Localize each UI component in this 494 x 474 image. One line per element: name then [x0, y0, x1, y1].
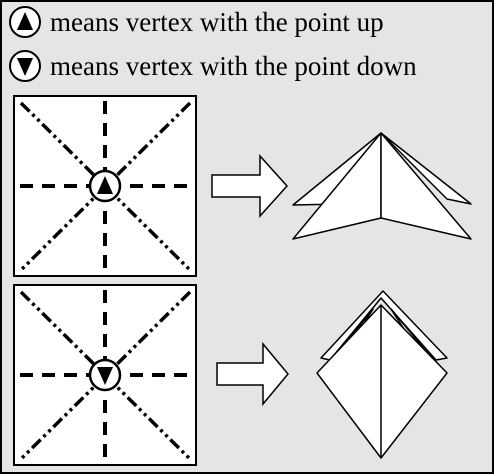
legend-text-vertex-up: means vertex with the point up	[50, 6, 384, 37]
legend-row-vertex-down: means vertex with the point down	[8, 46, 417, 86]
legend-row-vertex-up: means vertex with the point up	[8, 2, 384, 42]
crease-pattern-vertex-up	[13, 95, 197, 277]
vertex-up-icon	[9, 6, 41, 38]
vertex-up-icon	[88, 169, 122, 203]
legend-text-vertex-down: means vertex with the point down	[50, 50, 417, 81]
result-pyramid-point-up	[292, 132, 472, 240]
crease-pattern-vertex-down	[13, 284, 197, 466]
vertex-down-icon	[9, 50, 41, 82]
step-arrow	[216, 341, 289, 407]
result-pyramid-point-down	[316, 290, 448, 459]
vertex-down-icon	[88, 358, 122, 392]
step-arrow	[211, 154, 289, 218]
